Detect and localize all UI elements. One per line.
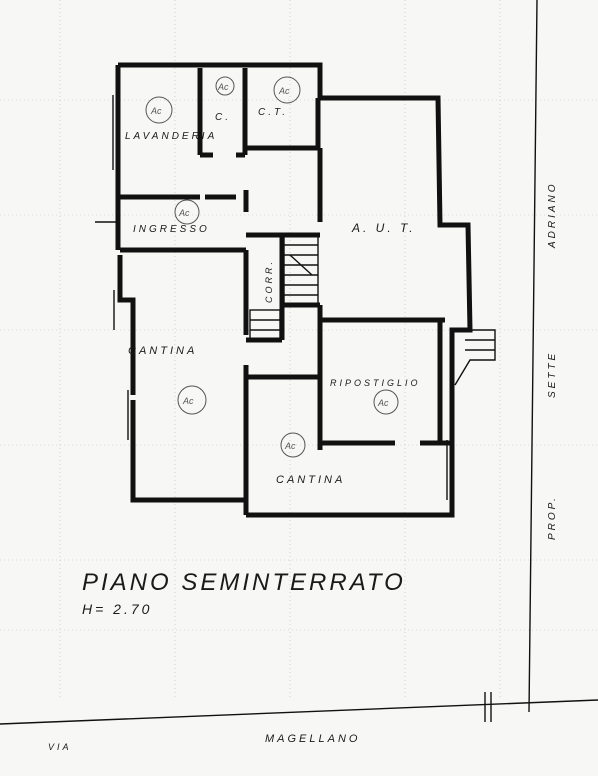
room-label-ct: C.T.	[258, 107, 288, 118]
grid-paper	[0, 0, 598, 700]
windows	[95, 95, 448, 500]
stairs	[249, 234, 496, 386]
stamp-lavanderia: Ac	[150, 106, 162, 116]
stamp-cantina-right: Ac	[284, 441, 296, 451]
street-line	[0, 692, 598, 725]
room-label-ripostiglio: RIPOSTIGLIO	[330, 378, 421, 388]
height-label: H= 2.70	[82, 601, 152, 617]
stamp-ingresso: Ac	[178, 208, 190, 218]
stamp-wc: Ac	[217, 82, 229, 92]
room-label-cantina-right: CANTINA	[276, 474, 345, 486]
room-label-corr: CORR.	[264, 259, 274, 303]
street-prefix: VIA	[48, 742, 72, 752]
room-label-lavanderia: LAVANDERIA	[125, 131, 217, 142]
room-label-cantina-left: CANTINA	[128, 345, 197, 357]
room-label-wc: C.	[215, 112, 231, 123]
annotation-stamps: Ac Ac Ac Ac Ac Ac Ac	[145, 76, 399, 458]
stamp-ct: Ac	[278, 86, 290, 96]
room-label-ingresso: INGRESSO	[133, 224, 210, 235]
property-name-2: ADRIANO	[547, 181, 558, 249]
room-label-aut: A. U. T.	[351, 221, 416, 235]
stamp-cantina-left: Ac	[182, 396, 194, 406]
stamp-ripostiglio: Ac	[377, 398, 389, 408]
exterior-walls	[115, 62, 473, 518]
plan-title: PIANO SEMINTERRATO	[82, 569, 406, 596]
property-name: SETTE	[547, 351, 558, 398]
street-name: MAGELLANO	[265, 733, 360, 745]
property-boundary	[528, 0, 538, 713]
property-prefix: PROP.	[547, 495, 558, 540]
